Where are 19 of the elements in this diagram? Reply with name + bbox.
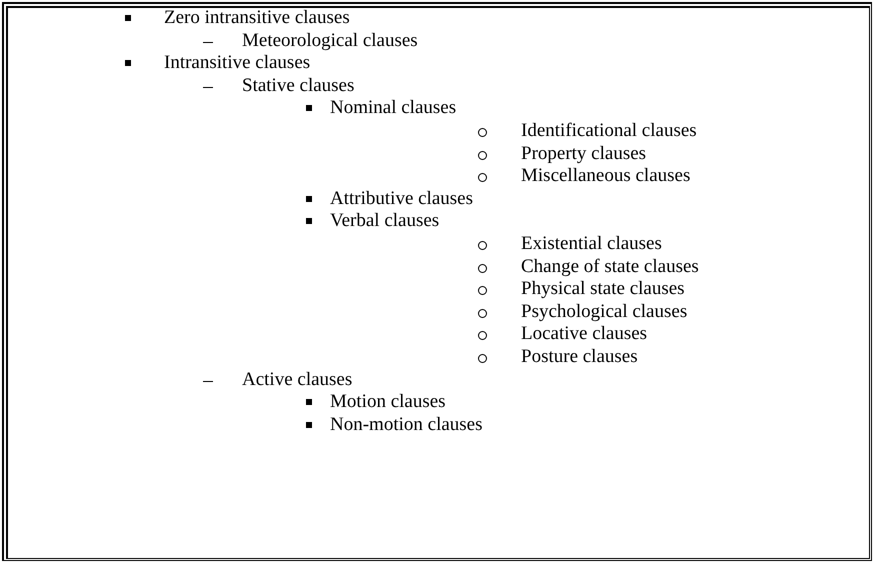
list-item-text: Attributive clauses xyxy=(330,188,473,210)
list-item-text: Property clauses xyxy=(521,142,646,165)
list-item-text: Meteorological clauses xyxy=(242,30,418,52)
list-item-text: Posture clauses xyxy=(521,346,638,368)
list-item-text: Existential clauses xyxy=(521,233,662,255)
list-item-text: Zero intransitive clauses xyxy=(164,7,350,29)
list-item-text: Psychological clauses xyxy=(521,300,688,323)
list-item-text: Non-motion clauses xyxy=(330,414,483,436)
list-item-text: Intransitive clauses xyxy=(164,52,310,74)
list-item-text: Nominal clauses xyxy=(330,97,456,120)
list-item-text: Verbal clauses xyxy=(330,210,440,232)
list-item-text: Miscellaneous clauses xyxy=(521,165,690,188)
list-item-text: Active clauses xyxy=(242,368,352,391)
list-item-text: Physical state clauses xyxy=(521,278,685,300)
list-item-text: Stative clauses xyxy=(242,74,354,97)
list-item-text: Change of state clauses xyxy=(521,256,699,278)
list-item-text: Motion clauses xyxy=(330,391,446,414)
list-item-text: Identificational clauses xyxy=(521,120,697,142)
list-item-text: Locative clauses xyxy=(521,323,648,346)
